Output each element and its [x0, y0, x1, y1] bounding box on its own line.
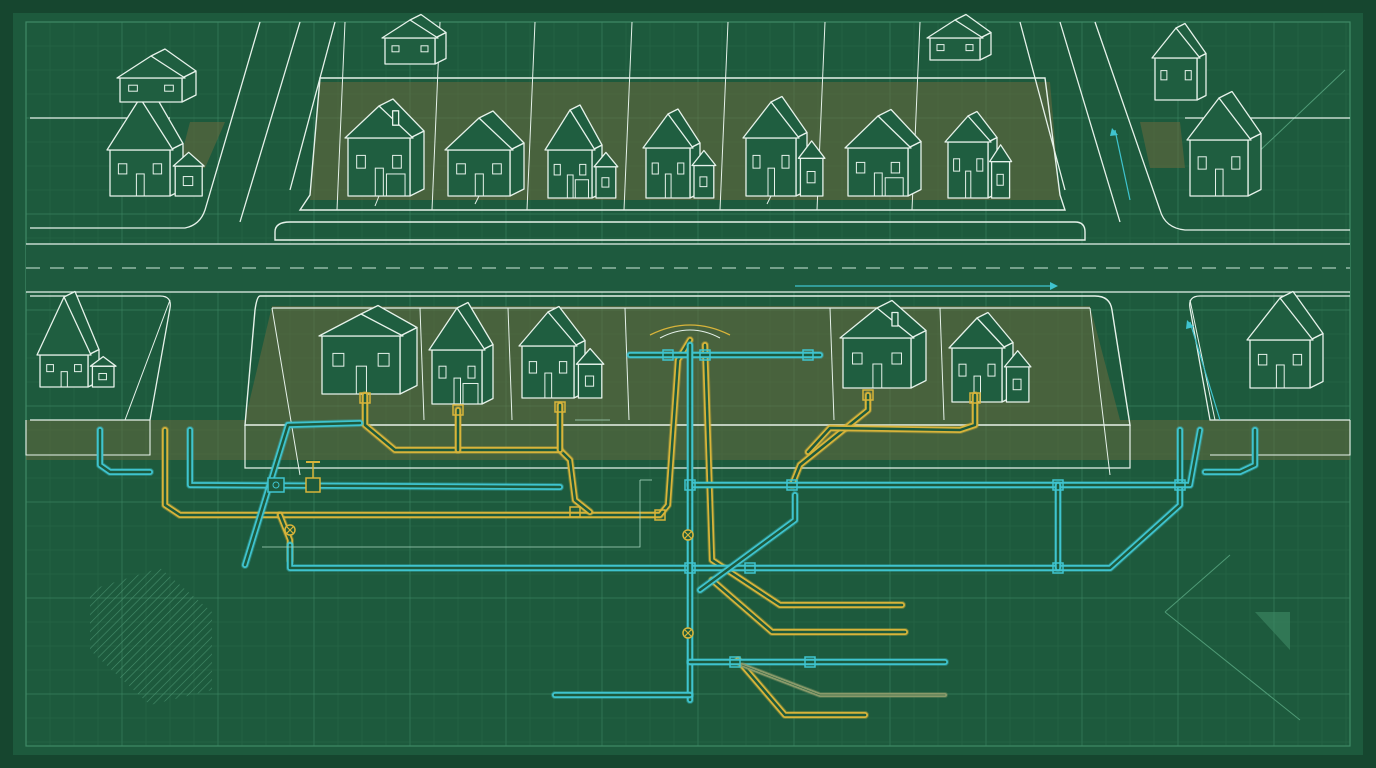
pipe-joint	[1052, 479, 1064, 491]
hatch-pattern-icon	[90, 568, 212, 705]
pipe-joint	[862, 389, 874, 401]
sewer-trunk-core	[736, 658, 867, 717]
manhole-cover	[649, 324, 731, 336]
lot-divider	[939, 307, 945, 421]
south-east-lot	[1189, 295, 1350, 421]
meter-icon	[267, 477, 285, 493]
house-icon	[1151, 22, 1207, 101]
pipe-joint	[452, 404, 464, 416]
pipe-joint	[804, 656, 816, 668]
house-icon	[944, 110, 1013, 199]
sewer-trunk-core	[710, 578, 907, 634]
pipe-joint	[654, 509, 666, 521]
house-icon	[381, 13, 447, 65]
house-icon	[428, 301, 494, 405]
abandoned-line-core	[741, 664, 946, 696]
flow-arrow-icon	[1114, 129, 1131, 201]
sewer-lateral-core	[790, 393, 870, 487]
side-street-arrows	[1110, 128, 1221, 421]
sewer-main-core	[163, 338, 692, 517]
north-side-streets	[30, 21, 1350, 231]
pipe-joint	[1174, 479, 1186, 491]
lot-divider	[419, 307, 425, 421]
south-west-lot	[30, 295, 171, 421]
north-east-soil	[1140, 122, 1185, 168]
pipe-joint	[699, 349, 711, 361]
house-icon	[518, 305, 605, 399]
pipe-joint	[744, 562, 756, 574]
water-service-core	[1203, 428, 1257, 474]
water-service-core	[98, 428, 152, 474]
house-icon	[742, 95, 826, 205]
flow-arrow-icon	[1189, 321, 1221, 421]
house-icon	[116, 48, 197, 103]
lot-divider	[336, 21, 346, 211]
valve-icon	[284, 524, 296, 536]
pipe-joint	[662, 349, 674, 361]
lot-divider	[623, 21, 633, 211]
house-icon	[36, 290, 117, 388]
main-road	[26, 243, 1350, 293]
north-block-curb	[298, 77, 1066, 211]
sewer-lateral-core	[806, 393, 977, 454]
pipe-joint	[359, 392, 371, 404]
gate-valve-icon	[305, 461, 321, 493]
pipe-fittings	[262, 349, 1186, 668]
corner-marker-icon	[1255, 612, 1290, 650]
sewer-trunk-core	[703, 343, 904, 607]
south-lot-dividers	[419, 307, 945, 421]
water-main-core	[688, 428, 1202, 487]
house-icon	[544, 104, 619, 199]
pipe-joint	[569, 506, 581, 518]
water-branch-core	[698, 493, 797, 592]
pipe-joint	[1052, 562, 1064, 574]
pipe-joint	[684, 479, 696, 491]
lot-divider	[719, 21, 729, 211]
lot-divider	[507, 307, 513, 421]
house-icon	[318, 304, 418, 395]
north-sidewalk	[274, 221, 1086, 241]
house-icon	[344, 98, 425, 207]
house-icon	[1246, 290, 1324, 389]
water-service-core	[243, 421, 362, 567]
pipe-joint	[969, 392, 981, 404]
pipe-joint	[802, 349, 814, 361]
lot-divider	[526, 21, 536, 211]
house-icon	[642, 108, 717, 199]
houses-layer	[36, 13, 1324, 405]
water-service-core	[188, 428, 562, 489]
house-icon	[844, 108, 922, 197]
pipe-joint	[684, 562, 696, 574]
lot-divider	[829, 307, 835, 421]
house-icon	[106, 90, 205, 197]
house-icon	[444, 110, 525, 205]
pipe-joint	[554, 401, 566, 413]
house-icon	[926, 13, 992, 61]
flow-arrow-head-icon	[1050, 282, 1058, 290]
house-icon	[839, 299, 927, 389]
construction-lines	[1164, 69, 1346, 721]
dimension-lines	[262, 419, 652, 548]
valve-icon	[682, 529, 694, 541]
dimension-line	[262, 480, 641, 548]
pipe-joint	[786, 479, 798, 491]
valve-icon	[682, 627, 694, 639]
lot-divider	[624, 307, 630, 421]
grid-border	[25, 21, 1351, 747]
house-icon	[1186, 90, 1262, 197]
pipe-joint	[729, 656, 741, 668]
